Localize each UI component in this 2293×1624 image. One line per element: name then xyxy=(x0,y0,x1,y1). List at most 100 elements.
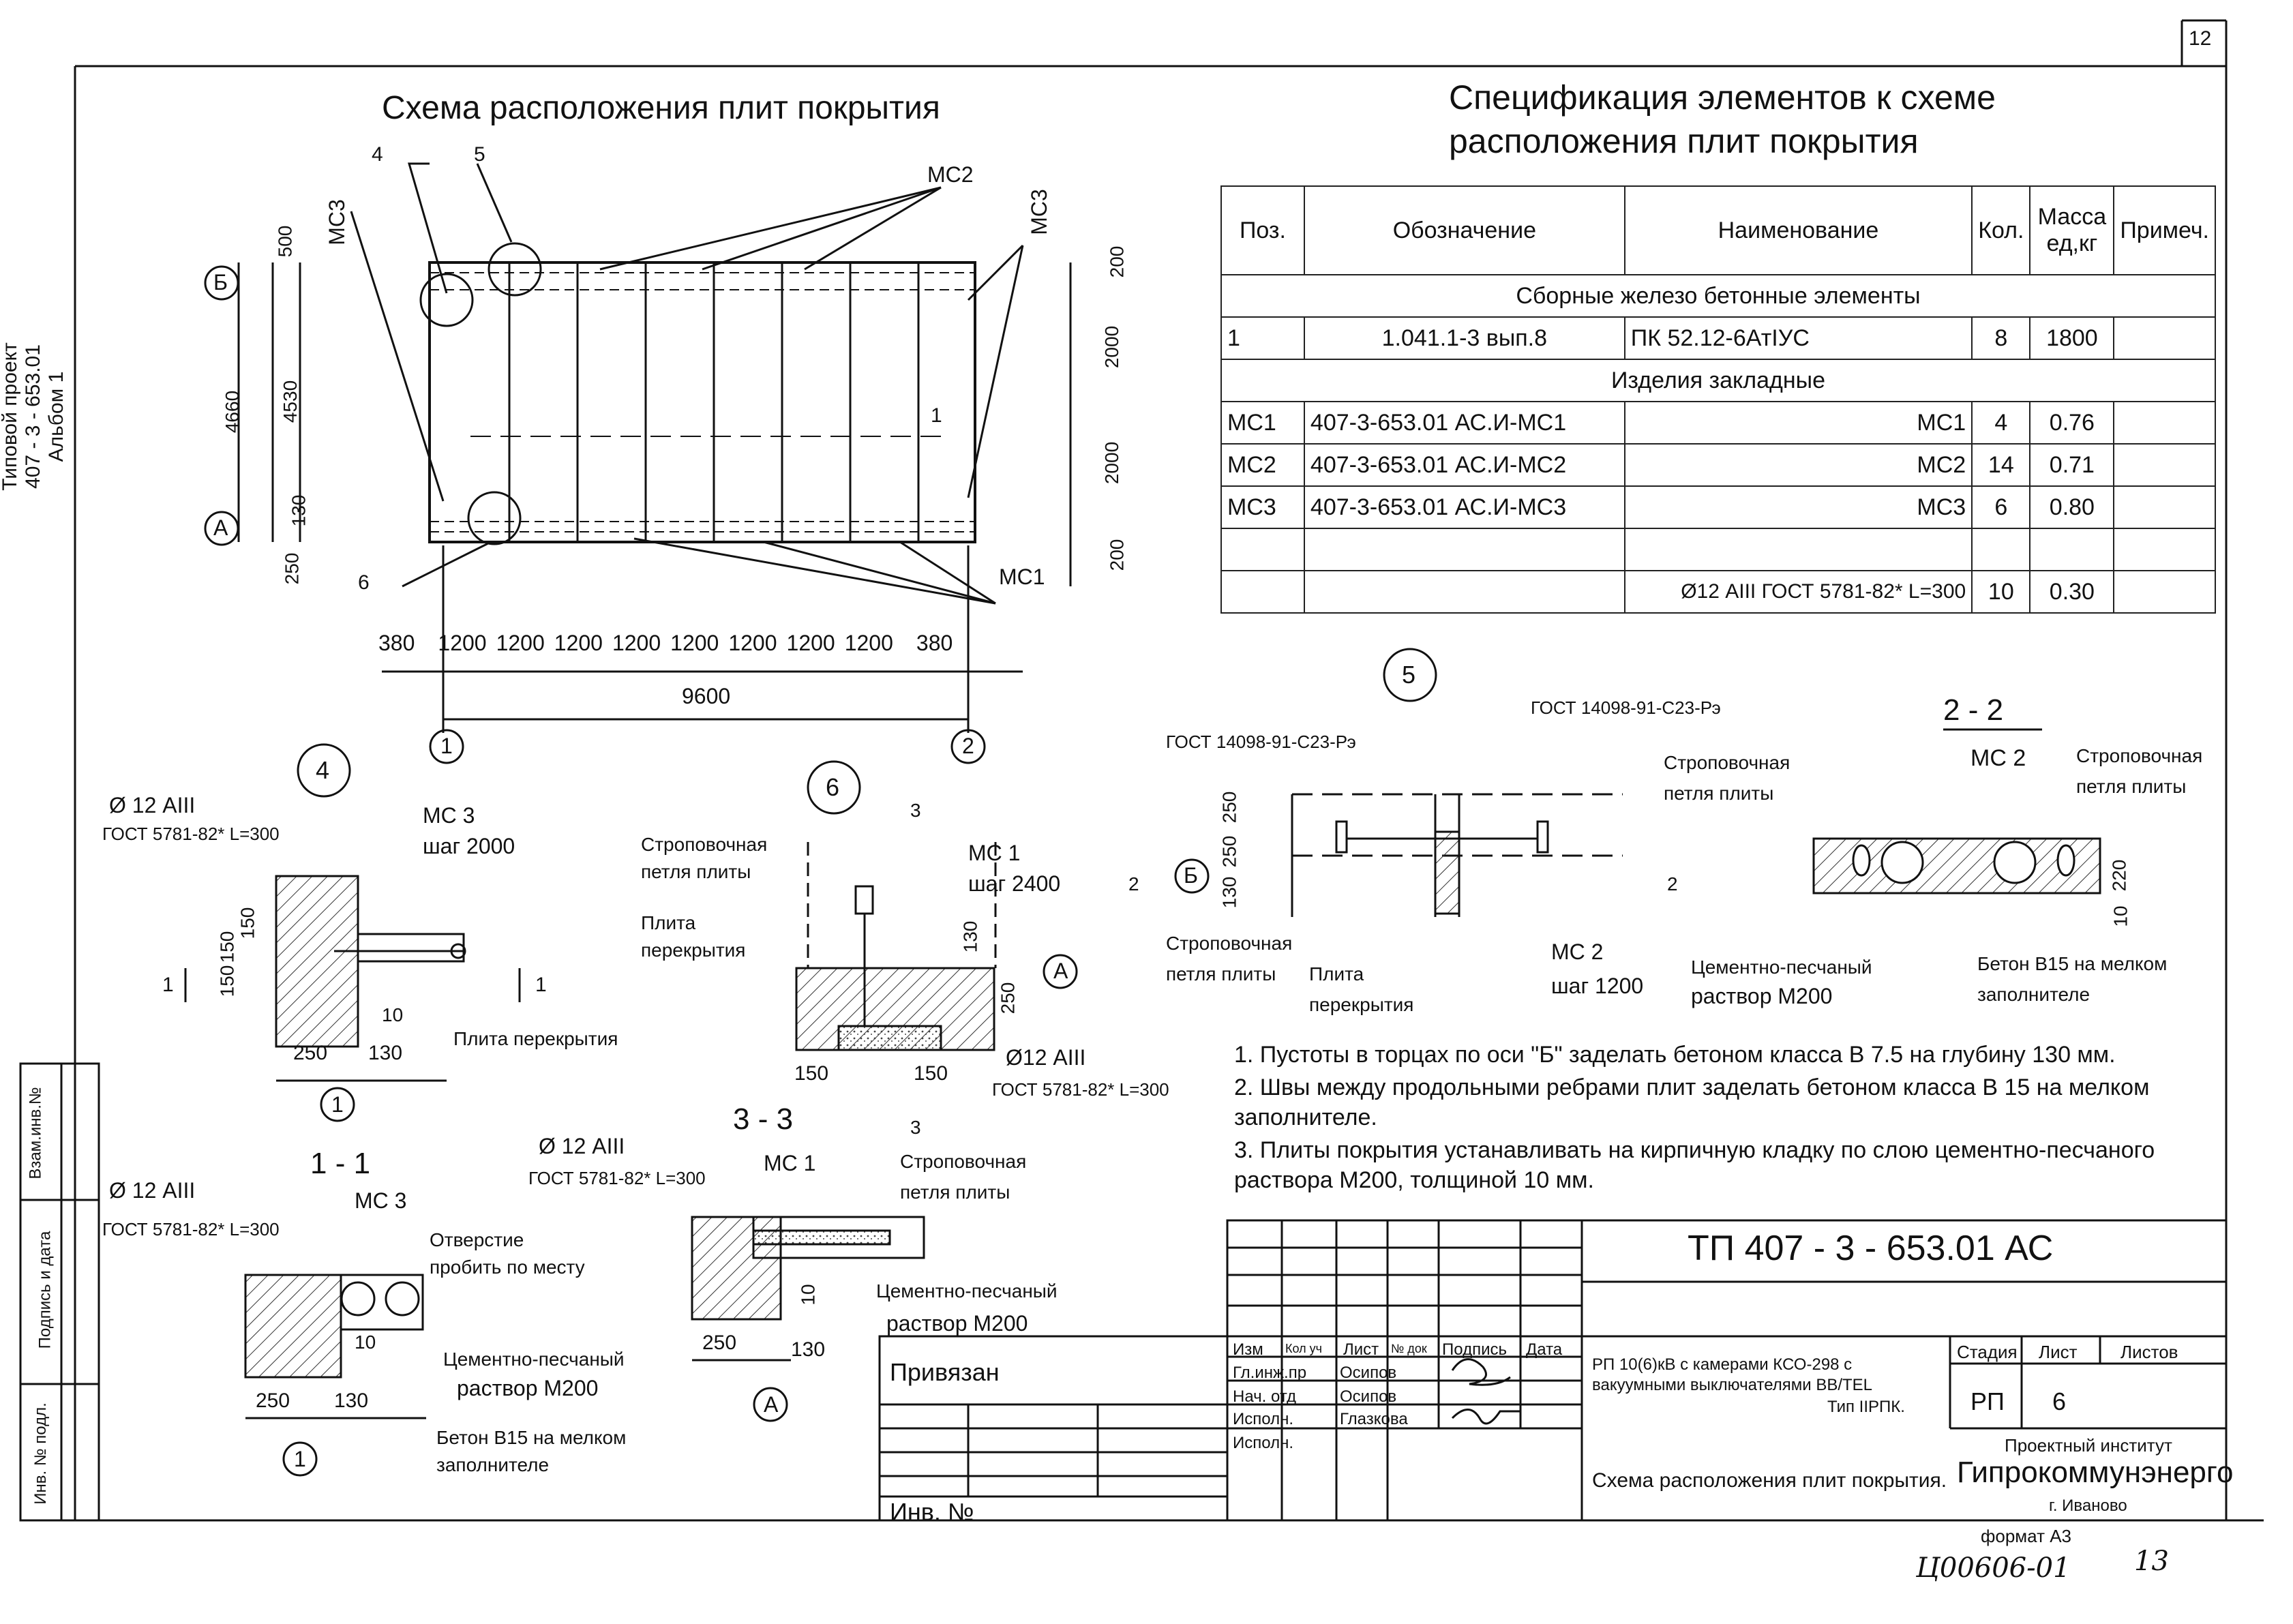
dim-130: 130 xyxy=(288,494,310,527)
section-embedded: Изделия закладные xyxy=(1220,359,2216,402)
dim-4530: 4530 xyxy=(280,380,301,423)
cell-name: МС1 xyxy=(1623,401,1973,445)
cell-note xyxy=(2113,570,2216,614)
dim-b4: 1200 xyxy=(612,631,661,655)
handwritten-code: Ц00606-01 xyxy=(1916,1552,2071,1584)
spec-title-2: расположения плит покрытия xyxy=(1449,122,1919,160)
d4-dim-150a: 150 xyxy=(237,907,258,939)
d5-dim-250a: 250 xyxy=(1218,791,1240,824)
mc1-label: МС1 xyxy=(999,565,1045,589)
handwritten-number: 13 xyxy=(2134,1546,2169,1577)
tb-role-3: Исполн. xyxy=(1233,1410,1293,1428)
callout-5: 5 xyxy=(474,143,485,166)
dim-b0: 380 xyxy=(378,631,415,655)
table-row: МС2 407-3-653.01 АС.И-МС2 МС2 14 0.71 xyxy=(1220,443,2216,487)
h-designation: Обозначение xyxy=(1303,185,1625,275)
tb-h-list: Лист xyxy=(1343,1340,1379,1359)
d6-slab-1: Плита xyxy=(641,912,696,933)
d4-cut-left: 1 xyxy=(162,974,174,996)
note-3: 3. Плиты покрытия устанавливать на кирпи… xyxy=(1234,1137,2155,1193)
side-label-3: Альбом 1 xyxy=(44,371,68,462)
cell-note xyxy=(2113,443,2216,487)
dim-b1: 1200 xyxy=(438,631,487,655)
table-row: МС3 407-3-653.01 АС.И-МС3 МС3 6 0.80 xyxy=(1220,485,2216,529)
d6-loop-2: петля плиты xyxy=(641,861,751,882)
project-side-label: Типовой проект 407 - 3 - 653.01 Альбом 1 xyxy=(0,342,68,491)
dim-b6: 1200 xyxy=(728,631,777,655)
stamp-signature-date: Подпись и дата xyxy=(35,1231,55,1349)
sec11-concrete: Бетон В15 на мелком xyxy=(436,1427,627,1448)
d5-loop-1: Строповочная xyxy=(1664,752,1790,773)
detail-6-number: 6 xyxy=(826,773,840,801)
sec33-title: 3 - 3 xyxy=(733,1102,794,1136)
callout-4: 4 xyxy=(372,143,383,166)
axis-1: 1 xyxy=(440,734,453,758)
tb-inst-3: г. Иваново xyxy=(2049,1497,2127,1515)
d5-dim-130: 130 xyxy=(1218,876,1240,909)
sec11-hole-1: Отверстие xyxy=(430,1229,524,1250)
dim-r-200a: 200 xyxy=(1106,245,1128,278)
d6-mc: МС 1 xyxy=(968,841,1021,865)
d6-slab-2: перекрытия xyxy=(641,939,746,961)
mc2-label: МС2 xyxy=(927,162,974,187)
cell-note xyxy=(2113,401,2216,445)
d5-cut-right: 2 xyxy=(1667,873,1678,894)
table-row: МС1 407-3-653.01 АС.И-МС1 МС1 4 0.76 xyxy=(1220,401,2216,445)
tb-inst-2: Гипрокоммунэнерго xyxy=(1957,1456,2234,1489)
dim-250: 250 xyxy=(281,552,303,585)
sec11-dim-250: 250 xyxy=(256,1389,290,1412)
h-note: Примеч. xyxy=(2113,185,2216,275)
dim-r-2000b: 2000 xyxy=(1101,441,1123,485)
mc3-left-label: МС3 xyxy=(324,199,349,245)
sec11-axis: 1 xyxy=(294,1447,306,1471)
dim-b8: 1200 xyxy=(844,631,893,655)
plan-title: Схема расположения плит покрытия xyxy=(382,90,940,126)
cell-designation: 407-3-653.01 АС.И-МС1 xyxy=(1303,401,1625,445)
tb-name-2: Осипов xyxy=(1340,1387,1397,1406)
sec33-loop-2: петля плиты xyxy=(900,1182,1010,1203)
bottom-dims: 380 1200 1200 1200 1200 1200 1200 1200 1… xyxy=(378,631,953,656)
d4-gost: ГОСТ 5781-82* L=300 xyxy=(102,824,280,844)
cell-designation: 407-3-653.01 АС.И-МС2 xyxy=(1303,443,1625,487)
sec11-mc: МС 3 xyxy=(355,1188,407,1213)
d6-dim-150b: 150 xyxy=(914,1062,948,1085)
sec33-gost: ГОСТ 5781-82* L=300 xyxy=(528,1168,706,1188)
axis-2: 2 xyxy=(962,734,974,758)
sec11-gost: ГОСТ 5781-82* L=300 xyxy=(102,1219,280,1239)
tb-h-sign: Подпись xyxy=(1442,1340,1507,1359)
cell-qty: 4 xyxy=(1971,401,2031,445)
cell-name: Ø12 АIII ГОСТ 5781-82* L=300 xyxy=(1623,570,1973,614)
cell-name: ПК 52.12-6АтIУС xyxy=(1623,316,1973,360)
sec33-dim-250: 250 xyxy=(702,1332,737,1354)
h-qty: Кол. xyxy=(1971,185,2031,275)
spec-table: Поз. Обозначение Наименование Кол. Масса… xyxy=(1220,185,2216,614)
tb-sheet: 6 xyxy=(2052,1387,2067,1415)
cell-designation: 407-3-653.01 АС.И-МС3 xyxy=(1303,485,1625,529)
tb-stage: РП xyxy=(1970,1387,2005,1415)
sec22-filler: заполнителе xyxy=(1977,984,2090,1005)
sec33-mc: МС 1 xyxy=(764,1151,816,1175)
sec11-title: 1 - 1 xyxy=(310,1147,371,1180)
dim-4660: 4660 xyxy=(222,390,243,434)
sec22-mortar-1: Цементно-песчаный xyxy=(1691,957,1872,978)
note-1: 1. Пустоты в торцах по оси "Б" заделать … xyxy=(1234,1042,2116,1068)
tb-h-izm: Изм xyxy=(1233,1340,1263,1359)
d5-axis: Б xyxy=(1184,863,1198,888)
sec11-bar: Ø 12 АIII xyxy=(109,1178,196,1203)
cell-pos: МС3 xyxy=(1220,485,1305,529)
cell-qty: 14 xyxy=(1971,443,2031,487)
tb-project-1: РП 10(6)кВ с камерами КСО-298 с xyxy=(1592,1355,1853,1374)
d4-dim-130: 130 xyxy=(368,1042,403,1064)
d6-dim-150a: 150 xyxy=(794,1062,829,1085)
h-pos: Поз. xyxy=(1220,185,1305,275)
doc-code: ТП 407 - 3 - 653.01 АС xyxy=(1688,1229,2054,1268)
tb-sheets-h: Листов xyxy=(2120,1342,2178,1362)
d4-dim-10: 10 xyxy=(382,1004,404,1025)
sec33-bar: Ø 12 АIII xyxy=(539,1134,625,1158)
d4-dim-150b: 150 xyxy=(216,931,238,963)
sec33-loop-1: Строповочная xyxy=(900,1151,1027,1172)
cell-mass: 0.71 xyxy=(2029,443,2115,487)
cell-qty: 8 xyxy=(1971,316,2031,360)
sec33-axis: А xyxy=(764,1392,779,1417)
dim-b2: 1200 xyxy=(496,631,545,655)
